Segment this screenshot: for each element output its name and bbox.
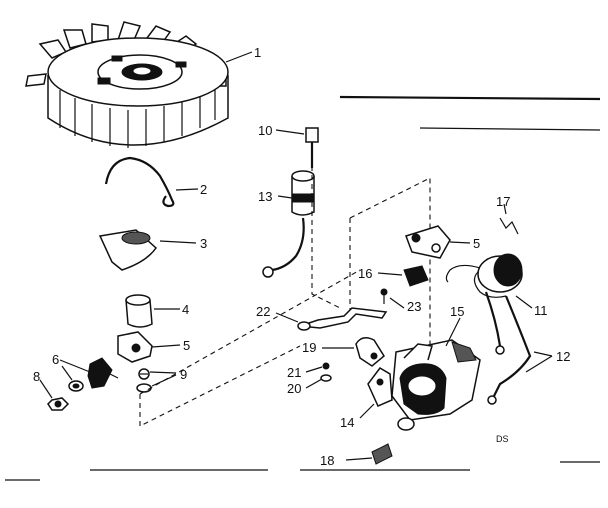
callout-22: 22: [256, 304, 270, 319]
bolt-part: [275, 127, 319, 168]
callout-11: 11: [534, 303, 548, 318]
bracket-piece-part: [59, 357, 119, 389]
callout-17: 17: [496, 194, 510, 209]
ignition-coil-part: [445, 253, 533, 309]
small-screw-part: [380, 288, 405, 309]
bottom-screw-part: [345, 443, 393, 465]
callout-10: 10: [258, 123, 272, 138]
ignition-cover-part: [98, 229, 197, 271]
callout-15: 15: [450, 304, 464, 319]
callout-13: 13: [258, 189, 272, 204]
housing-part: [391, 317, 481, 431]
callout-labels: 1 2 3 4 5 6 8 9 10 13 17 5 16 11 23 22 1…: [33, 45, 570, 468]
screw-and-washer-part: [305, 362, 332, 389]
callout-6: 6: [52, 352, 59, 367]
callout-18: 18: [320, 453, 334, 468]
callout-9: 9: [180, 367, 187, 382]
condenser-part: [262, 170, 315, 278]
coil-bracket-part: [405, 225, 471, 259]
callout-5-right: 5: [473, 236, 480, 251]
callout-20: 20: [287, 381, 301, 396]
ground-strap-part: [275, 307, 388, 331]
breaker-arm-part: [322, 337, 385, 367]
callout-16: 16: [358, 266, 372, 281]
callout-5-left: 5: [183, 338, 190, 353]
screw-washer-part: [136, 368, 177, 393]
figure-code: DS: [496, 434, 509, 444]
points-part: [359, 367, 393, 419]
flywheel-part: [25, 21, 253, 148]
callout-12: 12: [556, 349, 570, 364]
callout-1: 1: [254, 45, 261, 60]
spring-clip-part: [104, 156, 199, 208]
callout-19: 19: [302, 340, 316, 355]
sleeve-part: [125, 294, 180, 328]
nut-part: [39, 379, 70, 411]
block-part: [377, 265, 429, 287]
breaker-bracket-part: [117, 331, 181, 363]
assembly-guide-lines: [139, 166, 431, 427]
callout-21: 21: [287, 365, 301, 380]
callout-3: 3: [200, 236, 207, 251]
callout-8: 8: [33, 369, 40, 384]
callout-2: 2: [200, 182, 207, 197]
leads-part: [484, 291, 553, 405]
callout-23: 23: [407, 299, 421, 314]
washer-part: [61, 365, 84, 392]
wire-clip-part: [499, 203, 519, 235]
callout-4: 4: [182, 302, 189, 317]
background-rules: [5, 95, 601, 481]
callout-14: 14: [340, 415, 354, 430]
